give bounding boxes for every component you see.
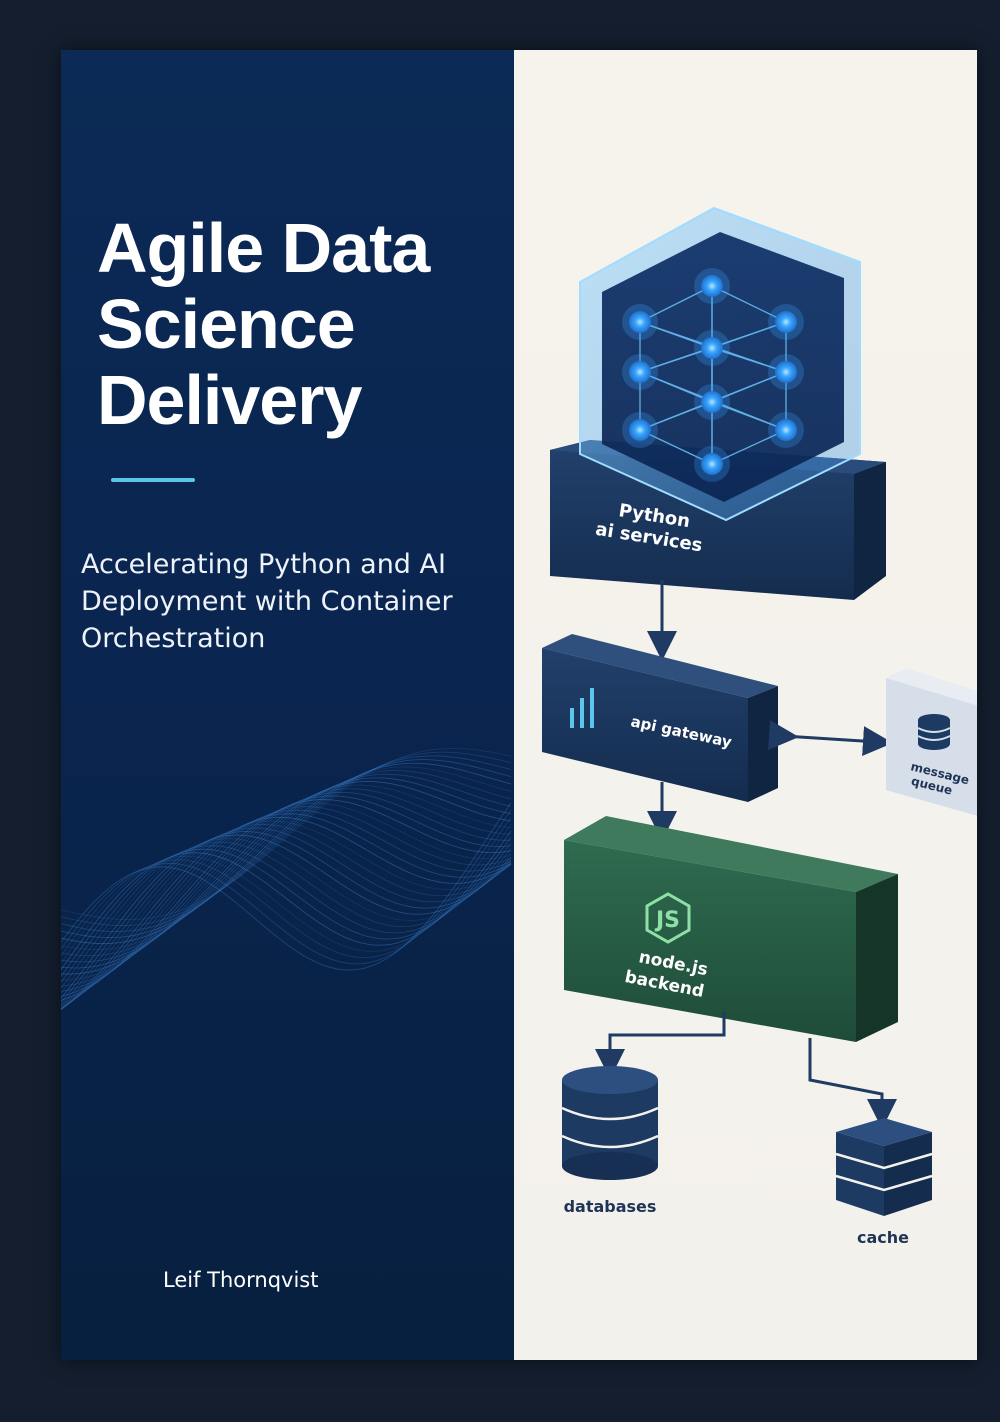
message-queue-box: message queue: [886, 668, 977, 816]
wave-line: [61, 841, 512, 989]
wave-line: [61, 799, 512, 1001]
network-node: [629, 419, 651, 441]
wave-line: [61, 824, 512, 1008]
title-line-2: Science: [97, 285, 356, 363]
wave-line: [61, 781, 512, 975]
nodejs-logo-text: JS: [654, 908, 680, 933]
book-subtitle: Accelerating Python and AI Deployment wi…: [81, 546, 511, 657]
network-node: [629, 311, 651, 333]
subtitle-line-1: Accelerating Python and AI: [81, 549, 446, 580]
cover-left-panel: Agile Data Science Delivery Accelerating…: [61, 50, 514, 1360]
network-edge: [639, 429, 713, 465]
title-divider: [111, 478, 195, 482]
wave-line: [61, 827, 512, 1006]
wave-line: [61, 809, 512, 1009]
wave-line: [61, 755, 512, 933]
network-edge: [711, 429, 787, 465]
wave-line: [61, 751, 512, 926]
cache-label: cache: [857, 1228, 909, 1247]
wave-line: [61, 838, 512, 994]
architecture-diagram: Python ai services: [542, 206, 977, 1247]
wave-line: [61, 816, 512, 1010]
network-node: [775, 419, 797, 441]
wave-line: [61, 806, 512, 1007]
subtitle-line-3: Orchestration: [81, 623, 266, 654]
network-nodes: [622, 268, 804, 482]
arrow-node-to-cache: [808, 1038, 897, 1129]
databases-label: databases: [564, 1197, 657, 1216]
network-node: [775, 311, 797, 333]
title-line-3: Delivery: [97, 361, 362, 439]
network-node: [775, 361, 797, 383]
wave-line: [61, 809, 512, 965]
wave-line: [61, 813, 512, 1010]
wave-line: [61, 773, 512, 963]
wave-line: [61, 816, 512, 959]
wave-line: [61, 820, 512, 1010]
wave-line: [61, 747, 512, 921]
cache-stack: [835, 1118, 933, 1216]
arrow-node-to-databases: [595, 1012, 726, 1079]
wave-line: [61, 777, 512, 969]
network-edge: [711, 285, 787, 323]
signal-bars-icon: [570, 688, 594, 728]
nodejs-hexagon-icon: JS: [645, 892, 691, 944]
network-node: [701, 391, 723, 413]
author-name: Leif Thornqvist: [163, 1268, 319, 1292]
cover-right-panel: Python ai services: [514, 50, 977, 1360]
wave-line: [61, 791, 512, 992]
network-edge: [639, 285, 713, 323]
databases-cylinder: [561, 1066, 659, 1180]
wave-line: [61, 831, 512, 1003]
wave-line: [61, 836, 512, 977]
wave-line: [61, 759, 512, 939]
subtitle-line-2: Deployment with Container: [81, 586, 453, 617]
wave-line: [61, 802, 512, 1005]
book-title: Agile Data Science Delivery: [97, 210, 497, 438]
decorative-wave-lines: [61, 747, 512, 1010]
nodejs-backend-box: JS node.js backend: [564, 816, 898, 1042]
wave-line: [61, 762, 512, 945]
wave-line: [61, 770, 512, 957]
database-icon: [917, 714, 951, 750]
book-cover: Agile Data Science Delivery Accelerating…: [61, 50, 977, 1360]
network-node: [701, 337, 723, 359]
title-line-1: Agile Data: [97, 209, 430, 287]
network-node: [701, 453, 723, 475]
wave-line: [61, 788, 512, 987]
neural-network-cube: [579, 206, 861, 522]
wave-line: [61, 795, 512, 997]
wave-line: [61, 802, 512, 971]
network-node: [629, 361, 651, 383]
wave-line: [61, 830, 512, 971]
wave-line: [61, 823, 512, 964]
wave-line: [61, 842, 512, 983]
arrow-gateway-queue: [768, 720, 893, 757]
api-gateway-box: api gateway: [542, 634, 778, 802]
wave-line: [61, 834, 512, 999]
network-node: [701, 275, 723, 297]
wave-line: [61, 766, 512, 951]
wave-line: [61, 784, 512, 981]
